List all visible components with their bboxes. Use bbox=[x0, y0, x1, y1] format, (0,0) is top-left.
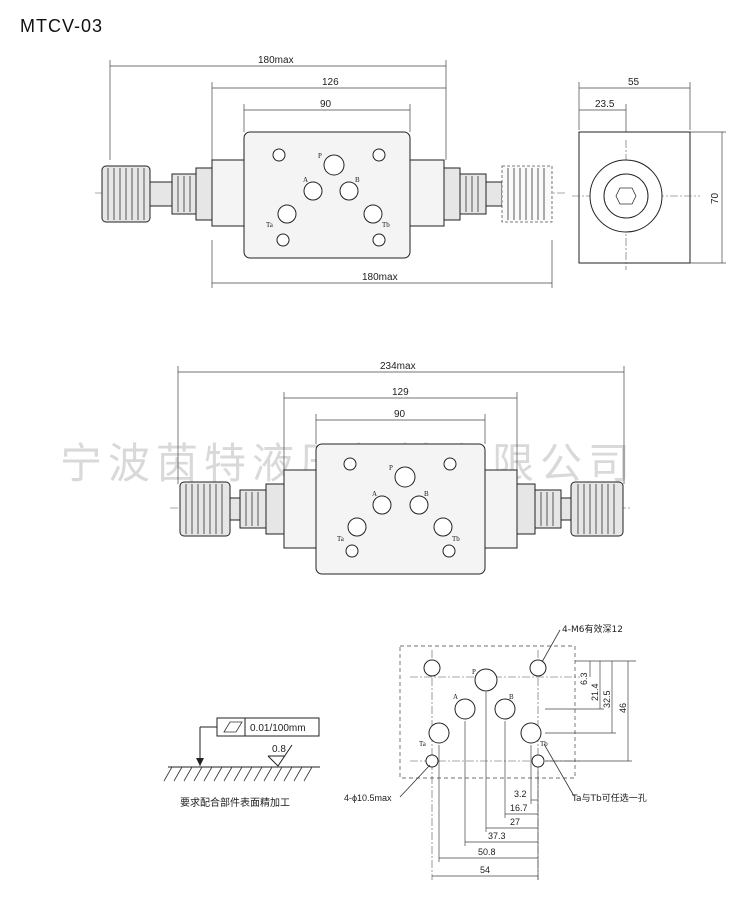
mount-hole-tr bbox=[372, 148, 386, 162]
mp-label-p: P bbox=[472, 668, 476, 676]
h-dim-54: 54 bbox=[480, 865, 490, 875]
port-p-2 bbox=[394, 466, 416, 488]
v-dim-32-5: 32.5 bbox=[602, 690, 612, 708]
mp-label-a: A bbox=[453, 693, 458, 701]
stem-right bbox=[485, 181, 503, 207]
middle-view: 234max 129 90 bbox=[170, 361, 630, 575]
hex-nut-right bbox=[443, 167, 461, 221]
mp-label-b: B bbox=[509, 693, 514, 701]
surface-caption: 要求配合部件表面精加工 bbox=[180, 796, 290, 809]
dim-70: 70 bbox=[710, 192, 721, 204]
dim-55: 55 bbox=[628, 77, 640, 88]
stem-right-2 bbox=[560, 497, 572, 521]
body-side-left bbox=[211, 159, 245, 227]
roughness-symbol-icon bbox=[267, 744, 293, 767]
mounting-pattern: P A B Ta Tb 4-M6有效深12 4-ϕ10.5max Ta与Tb可任… bbox=[344, 623, 647, 880]
dim-180max-bottom: 180max bbox=[362, 272, 398, 283]
thread-note: 4-M6有效深12 bbox=[562, 623, 623, 635]
port-b-2 bbox=[409, 495, 429, 515]
roughness-value: 0.8 bbox=[272, 744, 286, 755]
mount-hole-bl bbox=[276, 233, 290, 247]
mp-port-a bbox=[454, 698, 476, 720]
body-side-right-2 bbox=[484, 469, 518, 549]
v-dim-46: 46 bbox=[618, 703, 628, 713]
thread-hole-br bbox=[531, 754, 545, 768]
thread-hole-bl bbox=[425, 754, 439, 768]
dim-23-5: 23.5 bbox=[595, 99, 615, 110]
port-a bbox=[303, 181, 323, 201]
knob-left-2 bbox=[179, 481, 231, 537]
port-ta bbox=[277, 204, 297, 224]
label-tb-2: Tb bbox=[452, 535, 460, 543]
label-p-2: P bbox=[389, 464, 393, 472]
side-view: 55 23.5 70 bbox=[572, 77, 726, 270]
flatness-value: 0.01/100mm bbox=[250, 723, 306, 734]
lock-nut-right bbox=[459, 173, 487, 215]
dim-90: 90 bbox=[320, 99, 332, 110]
mp-port-p bbox=[474, 668, 498, 692]
mount-hole-tr-2 bbox=[443, 457, 457, 471]
mp-port-tb bbox=[520, 722, 542, 744]
port-b bbox=[339, 181, 359, 201]
stem-left bbox=[149, 181, 173, 207]
port-p bbox=[323, 154, 345, 176]
h-dim-27: 27 bbox=[510, 817, 520, 827]
v-dim-6-3: 6.3 bbox=[579, 672, 589, 685]
mp-port-ta bbox=[428, 722, 450, 744]
dim-129: 129 bbox=[392, 387, 409, 398]
label-ta-2: Ta bbox=[337, 535, 345, 543]
label-ta: Ta bbox=[266, 221, 274, 229]
thread-hole-tl bbox=[423, 659, 441, 677]
body-side-right bbox=[409, 159, 445, 227]
pattern-outline bbox=[399, 645, 576, 779]
valve-body-2 bbox=[315, 443, 486, 575]
mount-hole-bl-2 bbox=[345, 544, 359, 558]
mount-hole-tl-2 bbox=[343, 457, 357, 471]
label-tb: Tb bbox=[382, 221, 390, 229]
top-view: 180max 126 90 180max bbox=[95, 55, 565, 288]
hex-nut-left bbox=[195, 167, 213, 221]
thread-hole-tr bbox=[529, 659, 547, 677]
flatness-symbol-icon bbox=[223, 721, 243, 733]
port-tb-2 bbox=[433, 517, 453, 537]
label-p: P bbox=[318, 152, 322, 160]
dim-126: 126 bbox=[322, 77, 339, 88]
lock-nut-left-2 bbox=[239, 489, 267, 529]
v-dim-21-4: 21.4 bbox=[590, 683, 600, 701]
body-side-left-2 bbox=[283, 469, 317, 549]
knob-right-2 bbox=[570, 481, 624, 537]
hex-nut-left-2 bbox=[265, 483, 285, 535]
h-dim-16-7: 16.7 bbox=[510, 803, 528, 813]
surface-finish-note: 0.01/100mm 0.8 要求配合部件表面精加工 bbox=[163, 717, 320, 809]
stem-left-2 bbox=[229, 497, 241, 521]
model-title: MTCV-03 bbox=[20, 16, 103, 36]
side-boss-inner bbox=[603, 173, 649, 219]
ta-tb-note: Ta与Tb可任选一孔 bbox=[571, 792, 647, 804]
label-b: B bbox=[355, 176, 360, 184]
label-a-2: A bbox=[372, 490, 377, 498]
port-ta-2 bbox=[347, 517, 367, 537]
h-dim-50-8: 50.8 bbox=[478, 847, 496, 857]
hex-socket-icon bbox=[615, 187, 637, 205]
port-a-2 bbox=[372, 495, 392, 515]
lock-nut-right-2 bbox=[534, 489, 562, 529]
mount-hole-br-2 bbox=[442, 544, 456, 558]
mp-label-ta: Ta bbox=[419, 740, 427, 748]
port-tb bbox=[363, 204, 383, 224]
h-dim-37-3: 37.3 bbox=[488, 831, 506, 841]
knob-right-dashed bbox=[501, 165, 553, 223]
mount-hole-br bbox=[372, 233, 386, 247]
hole-note: 4-ϕ10.5max bbox=[344, 793, 392, 803]
dim-180max-top: 180max bbox=[258, 55, 294, 66]
hex-nut-right-2 bbox=[516, 483, 536, 535]
leader-arrow-icon bbox=[196, 758, 204, 766]
label-a: A bbox=[303, 176, 308, 184]
mount-hole-tl bbox=[272, 148, 286, 162]
label-b-2: B bbox=[424, 490, 429, 498]
dim-90-mid: 90 bbox=[394, 409, 406, 420]
h-dim-3-2: 3.2 bbox=[514, 789, 527, 799]
dim-234max: 234max bbox=[380, 361, 416, 372]
mp-port-b bbox=[494, 698, 516, 720]
